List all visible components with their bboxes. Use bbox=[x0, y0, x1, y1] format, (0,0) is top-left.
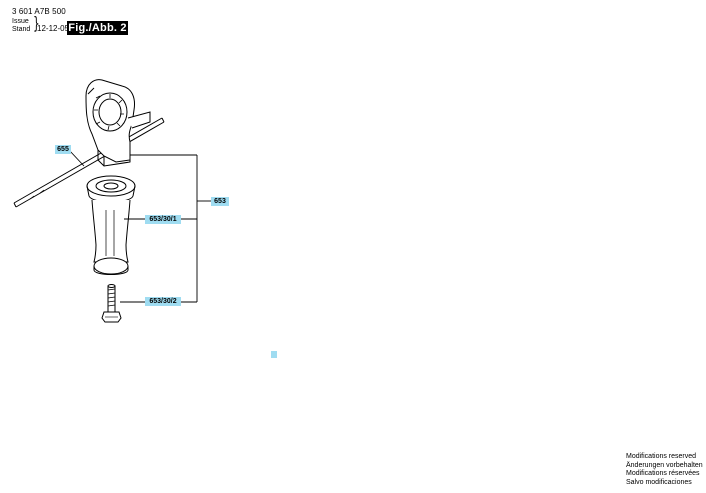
modifications-line-en: Modifications reserved bbox=[626, 453, 697, 460]
figure-tag: Fig./Abb. 2 bbox=[67, 21, 128, 35]
issue-stand-labels: Issue Stand bbox=[12, 18, 30, 34]
leader-lines bbox=[68, 149, 211, 303]
handle-screw bbox=[101, 284, 122, 323]
callout-655: 655 bbox=[55, 145, 71, 154]
part-number: 3 601 A7B 500 bbox=[12, 7, 66, 16]
callout-653-30-2: 653/30/2 bbox=[145, 297, 181, 306]
modifications-line-es: Salvo modificaciones bbox=[626, 478, 692, 486]
modifications-note: Modifications reserved Änderungen vorbeh… bbox=[626, 453, 703, 487]
stand-label: Stand bbox=[12, 26, 31, 33]
handle-grip bbox=[86, 175, 136, 275]
color-marker bbox=[271, 351, 277, 358]
callout-653: 653 bbox=[211, 197, 229, 206]
handle-clamp-ring bbox=[85, 79, 151, 167]
issue-label: Issue bbox=[12, 18, 29, 25]
brace-symbol: } bbox=[33, 14, 40, 34]
callout-653-30-1: 653/30/1 bbox=[145, 215, 181, 224]
depth-stop-rod bbox=[13, 117, 165, 208]
issue-date: 12-12-05 bbox=[37, 24, 70, 33]
modifications-line-de: Änderungen vorbehalten bbox=[626, 461, 703, 469]
modifications-line-fr: Modifications réservées bbox=[626, 470, 700, 477]
